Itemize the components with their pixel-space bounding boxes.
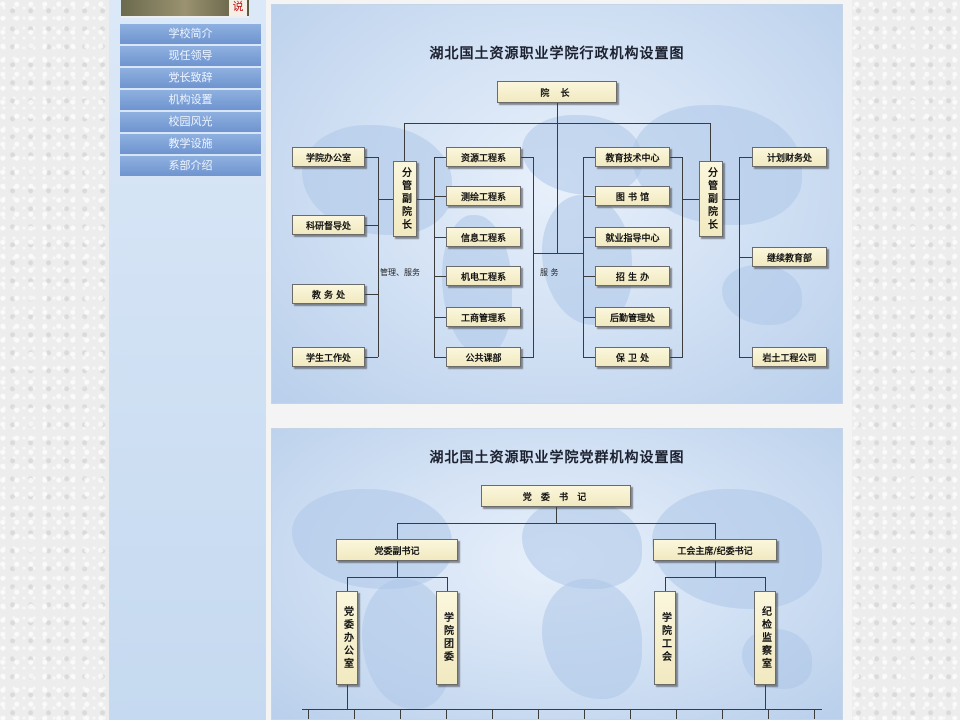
label-management-service: 管理、服务 (380, 268, 420, 277)
banner-image: 说 (121, 0, 249, 18)
deputy-secretary-box: 党委副书记 (336, 539, 458, 561)
left-office-3: 教 务 处 (292, 284, 365, 304)
left-column: 说 学校简介 现任领导 党长致辞 机构设置 校园风光 教学设施 系部介绍 (109, 0, 266, 720)
vice-president-right-box: 分管副院长 (699, 161, 723, 237)
center-logistics: 后勤管理处 (595, 307, 670, 327)
dept-info-eng: 信息工程系 (446, 227, 521, 247)
admin-org-chart: 湖北国土资源职业学院行政机构设置图 院 长 分管副院长 分管副院长 学院办公室 … (271, 4, 843, 404)
main-content: 湖北国土资源职业学院行政机构设置图 院 长 分管副院长 分管副院长 学院办公室 … (266, 0, 852, 720)
banner-seal: 说 (229, 0, 247, 16)
center-library: 图 书 馆 (595, 186, 670, 206)
center-admissions: 招 生 办 (595, 266, 670, 286)
president-box: 院 长 (497, 81, 617, 103)
dept-public-courses: 公共课部 (446, 347, 521, 367)
nav-item-organization[interactable]: 机构设置 (120, 90, 261, 110)
party-office-box: 党委办公室 (336, 591, 358, 685)
left-office-1: 学院办公室 (292, 147, 365, 167)
nav-item-message[interactable]: 党长致辞 (120, 68, 261, 88)
dept-mech-eng: 机电工程系 (446, 266, 521, 286)
party-secretary-box: 党 委 书 记 (481, 485, 631, 507)
nav-item-campus-scenery[interactable]: 校园风光 (120, 112, 261, 132)
discipline-office-box: 纪检监察室 (754, 591, 776, 685)
center-security: 保 卫 处 (595, 347, 670, 367)
nav-item-teaching-facilities[interactable]: 教学设施 (120, 134, 261, 154)
dept-business: 工商管理系 (446, 307, 521, 327)
label-service: 服 务 (540, 268, 559, 277)
center-edu-tech: 教育技术中心 (595, 147, 670, 167)
youth-league-box: 学院团委 (436, 591, 458, 685)
admin-chart-title: 湖北国土资源职业学院行政机构设置图 (429, 46, 685, 62)
center-employment: 就业指导中心 (595, 227, 670, 247)
nav-item-leadership[interactable]: 现任领导 (120, 46, 261, 66)
party-org-chart: 湖北国土资源职业学院党群机构设置图 党 委 书 记 党委副书记 工会主席/纪委书… (271, 428, 843, 720)
labor-union-box: 学院工会 (654, 591, 676, 685)
left-office-4: 学生工作处 (292, 347, 365, 367)
vice-president-left-box: 分管副院长 (393, 161, 417, 237)
left-office-2: 科研督导处 (292, 215, 365, 235)
dept-survey-eng: 测绘工程系 (446, 186, 521, 206)
right-office-finance: 计划财务处 (752, 147, 827, 167)
nav-item-school-intro[interactable]: 学校简介 (120, 24, 261, 44)
right-office-geotech: 岩土工程公司 (752, 347, 827, 367)
party-chart-title: 湖北国土资源职业学院党群机构设置图 (429, 450, 685, 466)
union-chair-box: 工会主席/纪委书记 (653, 539, 777, 561)
dept-resource-eng: 资源工程系 (446, 147, 521, 167)
side-nav: 学校简介 现任领导 党长致辞 机构设置 校园风光 教学设施 系部介绍 (120, 24, 261, 178)
right-office-continuing-ed: 继续教育部 (752, 247, 827, 267)
nav-item-departments[interactable]: 系部介绍 (120, 156, 261, 176)
